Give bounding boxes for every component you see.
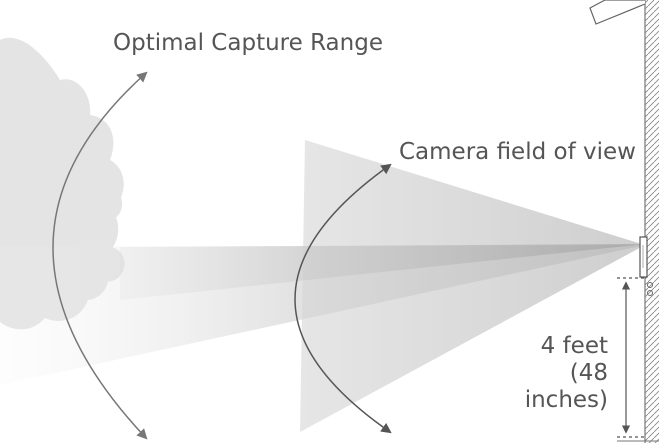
height-inches-label: (48 inches) <box>524 360 608 413</box>
wall-hatching <box>645 0 659 443</box>
height-feet-label: 4 feet <box>540 333 608 359</box>
fov-arc <box>294 163 392 434</box>
door-outline <box>589 0 646 25</box>
doorbell-camera-icon <box>639 236 648 278</box>
optimal-range-arc <box>52 71 148 440</box>
camera-field-of-view-label: Camera field of view <box>399 139 636 165</box>
optimal-capture-range-label: Optimal Capture Range <box>113 30 383 56</box>
mounting-height-label: 4 feet (48 inches) <box>480 333 608 414</box>
doorbell-button-icon <box>647 282 653 296</box>
height-dimension <box>617 277 645 438</box>
